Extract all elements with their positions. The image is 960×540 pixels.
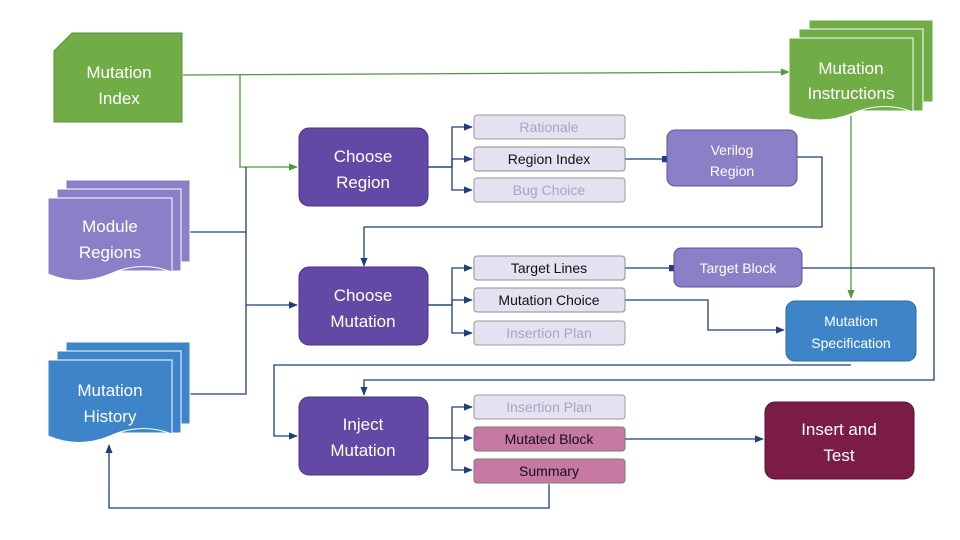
inject-mutation-line1: Inject (343, 415, 384, 434)
connector-target-block-to-inject (360, 267, 935, 396)
connector-mutation-to-choice (428, 296, 473, 306)
mutation-specification-node: Mutation Specification (785, 300, 917, 362)
mutation-specification-line2: Specification (811, 335, 890, 351)
connector-verilog-region-to-choose-mutation (360, 156, 823, 267)
connector-mutation-to-plan (451, 305, 473, 337)
insertion-plan-chip-2: Insertion Plan (506, 399, 592, 415)
choose-region-line2: Region (336, 173, 390, 192)
mutation-index-line1: Mutation (86, 63, 151, 82)
region-index-chip: Region Index (508, 151, 591, 167)
connector-region-to-region-index (428, 155, 473, 168)
insertion-plan-chip-1: Insertion Plan (506, 325, 592, 341)
choose-mutation-step: Choose Mutation (298, 266, 429, 346)
insert-and-test-line2: Test (823, 446, 854, 465)
mutation-index-document: Mutation Index (53, 32, 183, 123)
choose-region-outputs: Rationale Region Index Bug Choice (473, 114, 626, 203)
inject-mutation-outputs: Insertion Plan Mutated Block Summary (473, 394, 626, 484)
connector-inject-to-summary (451, 438, 473, 474)
mutation-instructions-document: Mutation Instructions (788, 19, 934, 121)
connector-specification-to-inject (273, 364, 851, 440)
connector-inject-to-plan (428, 403, 473, 439)
mutation-instructions-line1: Mutation (818, 59, 883, 78)
mutated-block-chip: Mutated Block (505, 431, 595, 447)
choose-mutation-outputs: Target Lines Mutation Choice Insertion P… (473, 255, 626, 346)
module-regions-line1: Module (82, 217, 138, 236)
mutation-choice-chip: Mutation Choice (498, 292, 599, 308)
insert-and-test-line1: Insert and (801, 420, 877, 439)
choose-mutation-line2: Mutation (330, 312, 395, 331)
insert-and-test-step: Insert and Test (764, 401, 915, 480)
verilog-region-line1: Verilog (711, 142, 754, 158)
connector-choice-to-specification (625, 299, 785, 334)
connector-region-to-bug-choice (451, 167, 473, 194)
connectors (105, 68, 935, 509)
rationale-chip: Rationale (519, 119, 578, 135)
inject-mutation-line2: Mutation (330, 441, 395, 460)
connector-index-to-choose-region (239, 75, 298, 171)
connector-summary-to-history (105, 444, 550, 509)
target-lines-chip: Target Lines (511, 260, 587, 276)
inject-mutation-step: Inject Mutation (298, 396, 429, 476)
mutation-history-line1: Mutation (77, 381, 142, 400)
connector-region-to-rationale (428, 123, 473, 168)
bug-choice-chip: Bug Choice (513, 182, 586, 198)
mutation-instructions-line2: Instructions (808, 84, 895, 103)
connector-history-to-choose-mutation (172, 305, 247, 395)
target-block-node: Target Block (673, 247, 803, 288)
choose-mutation-line1: Choose (334, 286, 393, 305)
mutation-history-document: Mutation History (47, 341, 191, 443)
choose-region-line1: Choose (334, 147, 393, 166)
summary-chip: Summary (519, 463, 579, 479)
module-regions-line2: Regions (79, 243, 141, 262)
mutation-specification-line1: Mutation (824, 313, 878, 329)
verilog-region-node: Verilog Region (666, 129, 798, 187)
target-block-label: Target Block (699, 260, 777, 276)
verilog-region-line2: Region (710, 163, 754, 179)
mutation-index-line2: Index (98, 89, 140, 108)
connector-index-to-instructions (182, 68, 790, 76)
module-regions-document: Module Regions (47, 179, 191, 281)
connector-inputs-to-choose-mutation (245, 232, 298, 309)
mutation-history-line2: History (84, 407, 137, 426)
choose-region-step: Choose Region (298, 127, 429, 207)
